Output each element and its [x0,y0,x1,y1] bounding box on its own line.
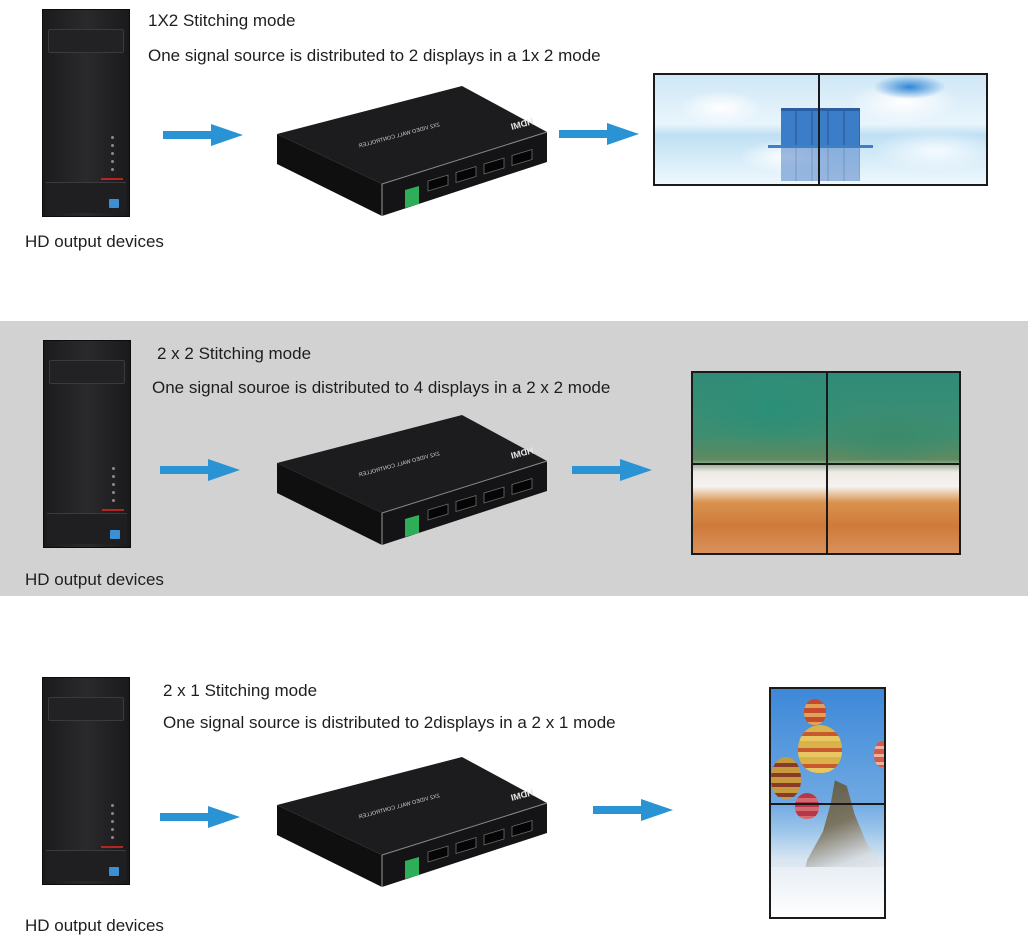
arrow-right-icon [160,806,242,828]
hdmi-port [511,819,533,838]
mode-title: 2 x 2 Stitching mode [157,344,312,363]
arrow-right-icon [160,459,242,481]
hdmi-port [511,477,533,496]
display-wall-2x2 [691,371,961,555]
terminal-block [405,515,419,537]
hdmi-port [511,148,533,167]
source-label: HD output devices [25,570,164,589]
pc-tower-icon [42,677,130,885]
mode-title: 2 x 1 Stitching mode [163,681,318,700]
balloon-shape [771,757,801,799]
panel-divider [771,803,884,805]
hdmi-port [455,836,477,855]
balloon-shape [795,793,819,819]
terminal-block [405,857,419,879]
source-label: HD output devices [25,232,164,251]
pc-tower-icon [43,340,131,548]
hdmi-port [455,494,477,513]
controller-side [277,463,382,545]
controller-side [277,134,382,216]
hdmi-port [455,165,477,184]
controller-top [277,415,547,513]
arrow-right-icon [559,123,641,145]
hdmi-port [483,486,505,504]
hdmi-port [483,157,505,175]
controller-top [277,757,547,855]
balloon-shape [798,725,842,773]
panel-divider [693,463,959,465]
source-label: HD output devices [25,916,164,935]
pc-tower-icon [42,9,130,217]
mode-description: One signal source is distributed to 2 di… [148,46,601,65]
controller-top [277,86,547,184]
balloon-shape [804,699,826,725]
hdmi-port [483,828,505,846]
arrow-right-icon [163,124,245,146]
display-wall-1x2 [653,73,988,186]
arrow-right-icon [572,459,654,481]
hdmi-port [427,845,449,863]
display-wall-2x1 [769,687,886,919]
mode-description: One signal source is distributed to 2dis… [163,713,616,732]
hdmi-port [427,174,449,192]
mode-title: 1X2 Stitching mode [148,11,296,30]
terminal-block [405,186,419,208]
balloon-shape [874,741,884,767]
panel-divider [818,75,820,184]
hdmi-port [427,503,449,521]
controller-side [277,805,382,887]
arrow-right-icon [593,799,675,821]
mode-description: One signal souroe is distributed to 4 di… [152,378,611,397]
